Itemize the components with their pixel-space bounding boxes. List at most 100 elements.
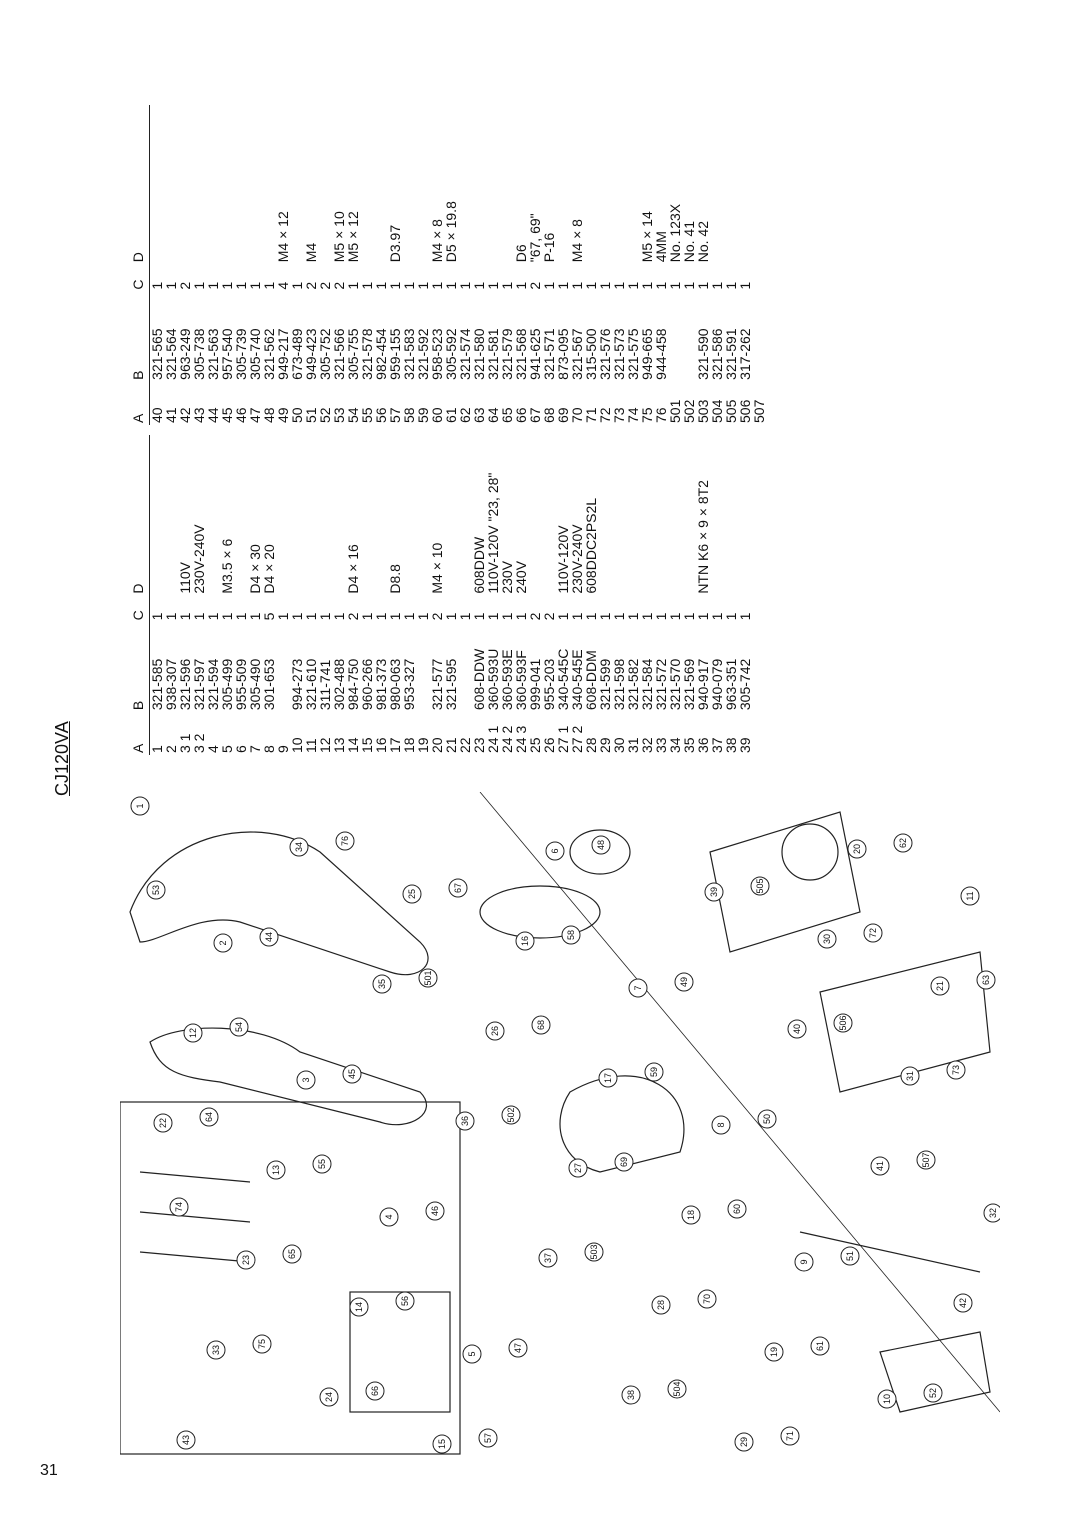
cell-a: 3 1 xyxy=(177,733,193,753)
callout-71: 71 xyxy=(780,1426,800,1446)
callout-56: 56 xyxy=(395,1291,415,1311)
callout-text: 69 xyxy=(619,1157,629,1167)
callout-76: 76 xyxy=(335,831,355,851)
cell-b: 321-595 xyxy=(443,658,459,711)
cell-c: 1 xyxy=(317,612,333,621)
callout-44: 44 xyxy=(259,927,279,947)
callout-text: 30 xyxy=(822,934,832,944)
cell-c: 1 xyxy=(555,281,571,290)
cell-d xyxy=(332,435,346,596)
cell-a: 74 xyxy=(625,407,641,423)
cell-d: 110V-120V xyxy=(555,525,571,594)
cell-d: M5 × 12 xyxy=(345,211,361,263)
callout-text: 1 xyxy=(135,803,145,808)
callout-text: 20 xyxy=(852,844,862,854)
callout-text: 10 xyxy=(882,1394,892,1404)
callout-text: 33 xyxy=(211,1345,221,1355)
cell-a: 2 xyxy=(163,745,179,753)
callout-505: 505 xyxy=(750,876,770,896)
cell-b: 673-489 xyxy=(289,328,305,380)
cell-c: 1 xyxy=(359,281,375,290)
cell-a: 505 xyxy=(723,399,739,423)
cell-b: 608-DDM xyxy=(583,650,599,711)
callout-30: 30 xyxy=(817,929,837,949)
callout-text: 50 xyxy=(762,1114,772,1124)
cell-d xyxy=(458,105,472,264)
callout-text: 3 xyxy=(301,1077,311,1082)
callout-50: 50 xyxy=(757,1109,777,1129)
cell-c: 1 xyxy=(471,281,487,290)
cell-a: 22 xyxy=(457,737,473,753)
callout-text: 68 xyxy=(536,1020,546,1030)
cell-c: 1 xyxy=(359,612,375,621)
cell-b: 321-572 xyxy=(653,658,669,711)
callout-4: 4 xyxy=(379,1207,399,1227)
cell-a: 28 xyxy=(583,737,599,753)
cell-a: 506 xyxy=(737,399,753,423)
cell-a: 18 xyxy=(401,737,417,753)
cell-a: 50 xyxy=(289,407,305,423)
cell-b: 608-DDW xyxy=(471,648,487,711)
cell-c: 1 xyxy=(373,281,389,290)
cell-d xyxy=(738,105,752,264)
cell-c: 1 xyxy=(611,612,627,621)
accessories-box xyxy=(120,1101,461,1455)
callout-text: 6 xyxy=(550,848,560,853)
cell-b: 321-571 xyxy=(541,328,557,380)
cell-b: 305-738 xyxy=(191,328,207,380)
cell-b xyxy=(416,622,430,712)
callout-61: 61 xyxy=(810,1336,830,1356)
callout-text: 23 xyxy=(241,1255,251,1265)
cell-d: M3.5 × 6 xyxy=(219,538,235,594)
cell-a: 76 xyxy=(653,407,669,423)
cell-b: 321-562 xyxy=(261,328,277,380)
cell-d xyxy=(402,435,416,596)
cell-c: 1 xyxy=(177,612,193,621)
callout-text: 53 xyxy=(151,885,161,895)
cell-d: M4 × 10 xyxy=(429,542,445,594)
callout-text: 61 xyxy=(815,1341,825,1351)
cell-d: D4 × 30 xyxy=(247,544,263,594)
cell-a: 69 xyxy=(555,407,571,423)
callout-text: 63 xyxy=(981,975,991,985)
cell-b: 321-578 xyxy=(359,328,375,380)
cell-a: 13 xyxy=(331,737,347,753)
cell-c: 1 xyxy=(737,612,753,621)
cell-c: 1 xyxy=(513,612,529,621)
cell-d xyxy=(164,435,178,596)
cell-c: 1 xyxy=(233,612,249,621)
cell-a: 34 xyxy=(667,737,683,753)
callout-69: 69 xyxy=(614,1152,634,1172)
cell-a: 51 xyxy=(303,407,319,423)
cell-d xyxy=(724,435,738,596)
cell-b: 305-499 xyxy=(219,658,235,711)
cell-a: 70 xyxy=(569,407,585,423)
body-housing xyxy=(149,1027,427,1126)
callout-18: 18 xyxy=(681,1205,701,1225)
cell-a: 27 2 xyxy=(569,725,585,753)
cell-c: 1 xyxy=(219,281,235,290)
callout-text: 60 xyxy=(732,1204,742,1214)
cell-a: 507 xyxy=(751,399,767,423)
cell-d: D6 xyxy=(513,244,529,263)
callout-text: 62 xyxy=(898,838,908,848)
cell-c: 1 xyxy=(737,281,753,290)
callout-text: 12 xyxy=(188,1028,198,1038)
cell-a: 56 xyxy=(373,407,389,423)
carrying-case-shape xyxy=(349,1291,451,1413)
